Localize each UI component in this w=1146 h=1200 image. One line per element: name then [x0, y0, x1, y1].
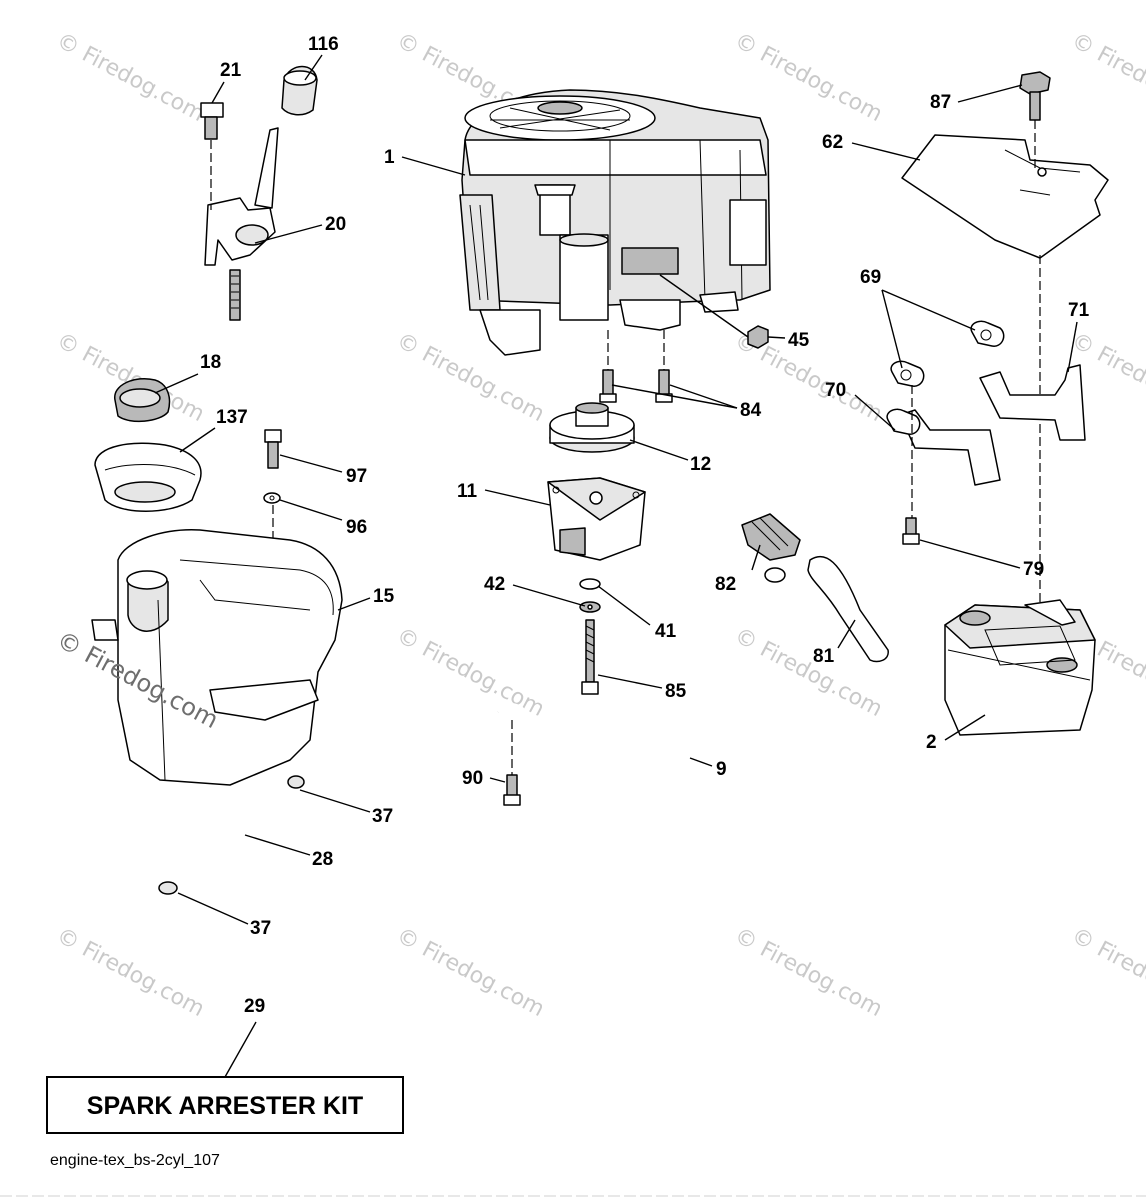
pto-clutch-part	[547, 477, 646, 561]
spark-arrester-kit: SPARK ARRESTER KIT	[46, 1076, 404, 1134]
watermark: © Firedog.com	[52, 28, 208, 127]
spark-arrester-kit-box	[46, 1076, 404, 1134]
callout-15: 15	[373, 586, 395, 607]
heat-shield-part	[901, 71, 1109, 610]
callout-labels: 1 116 21 20 18 137 97 96 15 37 28 37 29 …	[200, 34, 1090, 1017]
watermark: © Firedog.com	[392, 923, 548, 1022]
callout-9: 9	[716, 759, 727, 780]
callout-97: 97	[346, 466, 367, 487]
callout-42: 42	[484, 574, 505, 595]
leader-lines	[154, 54, 1078, 1078]
callout-1: 1	[384, 147, 395, 168]
callout-90: 90	[462, 768, 483, 789]
diagram-reference: engine-tex_bs-2cyl_107	[50, 1152, 220, 1169]
watermark: © Firedog.com	[392, 623, 548, 722]
callout-62: 62	[822, 132, 843, 153]
watermark: © Firedog.com	[730, 28, 886, 127]
exhaust-pipe-part	[886, 320, 1086, 545]
rod-part	[496, 703, 704, 807]
callout-28: 28	[312, 849, 333, 870]
throttle-control-part	[200, 65, 318, 321]
fuel-cap-part	[114, 378, 171, 423]
fuel-filter-part	[741, 513, 889, 663]
callout-11: 11	[457, 481, 478, 502]
spark-arrester-kit-label: SPARK ARRESTER KIT	[87, 1092, 363, 1120]
callout-81: 81	[813, 646, 835, 667]
watermark: © Firedog.com	[1067, 923, 1146, 1022]
callout-18: 18	[200, 352, 221, 373]
callout-87: 87	[930, 92, 951, 113]
fuel-funnel-part	[94, 442, 202, 512]
nut-part	[747, 325, 769, 349]
muffler-part	[944, 599, 1096, 736]
callout-2: 2	[926, 732, 937, 753]
watermark: © Firedog.com	[52, 923, 208, 1022]
callout-12: 12	[690, 454, 711, 475]
callout-79: 79	[1023, 559, 1044, 580]
callout-45: 45	[788, 330, 810, 351]
callout-96: 96	[346, 517, 367, 538]
engine-part	[459, 89, 771, 356]
callout-69: 69	[860, 267, 881, 288]
callout-21: 21	[220, 60, 242, 81]
pulley-part	[549, 330, 673, 453]
callout-85: 85	[665, 681, 687, 702]
callout-37: 37	[250, 918, 271, 939]
callout-41: 41	[655, 621, 677, 642]
callout-82: 82	[715, 574, 736, 595]
fuel-hose-part	[158, 775, 305, 895]
watermark: © Firedog.com	[1067, 28, 1146, 127]
callout-37: 37	[372, 806, 393, 827]
watermark: © Firedog.com	[730, 923, 886, 1022]
callout-137: 137	[216, 407, 248, 428]
callout-116: 116	[308, 34, 339, 55]
callout-29: 29	[244, 996, 265, 1017]
callout-70: 70	[825, 380, 846, 401]
clutch-fasteners-part	[579, 578, 601, 695]
callout-84: 84	[740, 400, 762, 421]
callout-20: 20	[325, 214, 346, 235]
fuel-tank-part	[91, 529, 343, 786]
callout-71: 71	[1068, 300, 1090, 321]
